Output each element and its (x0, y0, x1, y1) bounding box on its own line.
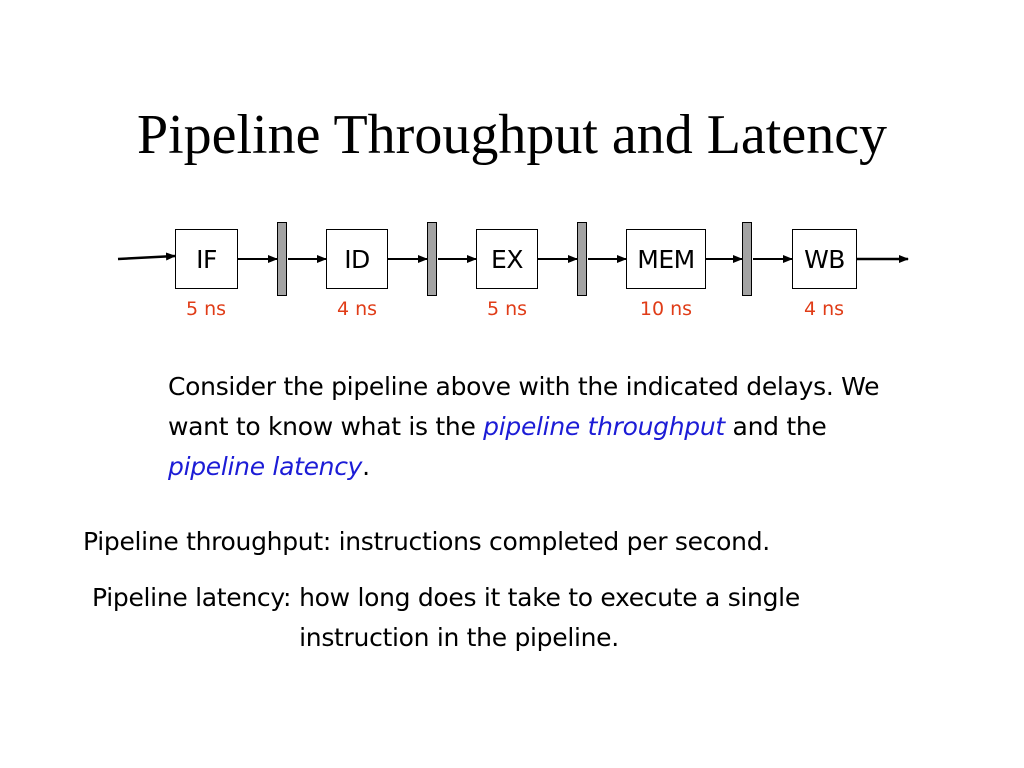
pipeline-arrows (117, 252, 909, 263)
pipeline-register-4 (742, 222, 752, 296)
stage-ex-delay: 5 ns (486, 298, 528, 320)
stage-if-delay: 5 ns (185, 298, 227, 320)
stage-wb-delay: 4 ns (803, 298, 845, 320)
pipeline-register-1 (277, 222, 287, 296)
stage-id-delay: 4 ns (336, 298, 378, 320)
pipeline-register-3 (577, 222, 587, 296)
definition-latency-term: Pipeline latency: (92, 583, 292, 612)
paragraph-text-1: Consider the pipeline above with the ind… (168, 372, 880, 441)
stage-mem-delay: 10 ns (639, 298, 693, 320)
stage-wb-box: WB (792, 229, 857, 289)
stage-if-box: IF (175, 229, 238, 289)
stage-ex-box: EX (476, 229, 538, 289)
paragraph-text-3: . (362, 452, 370, 481)
definition-throughput: Pipeline throughput: instructions comple… (83, 527, 770, 556)
definition-latency-description: how long does it take to execute a singl… (299, 583, 800, 652)
term-pipeline-latency: pipeline latency (168, 452, 363, 481)
definition-latency: Pipeline latency: how long does it take … (92, 578, 839, 658)
pipeline-diagram: IF ID EX MEM WB 5 ns 4 ns 5 ns 10 ns 4 n… (0, 0, 1024, 340)
question-paragraph: Consider the pipeline above with the ind… (168, 367, 888, 487)
stage-mem-box: MEM (626, 229, 706, 289)
input-arrow (117, 252, 176, 261)
paragraph-text-2: and the (724, 412, 827, 441)
pipeline-register-2 (427, 222, 437, 296)
term-pipeline-throughput: pipeline throughput (483, 412, 725, 441)
slide-title: Pipeline Throughput and Latency (136, 104, 888, 166)
stage-id-box: ID (326, 229, 388, 289)
